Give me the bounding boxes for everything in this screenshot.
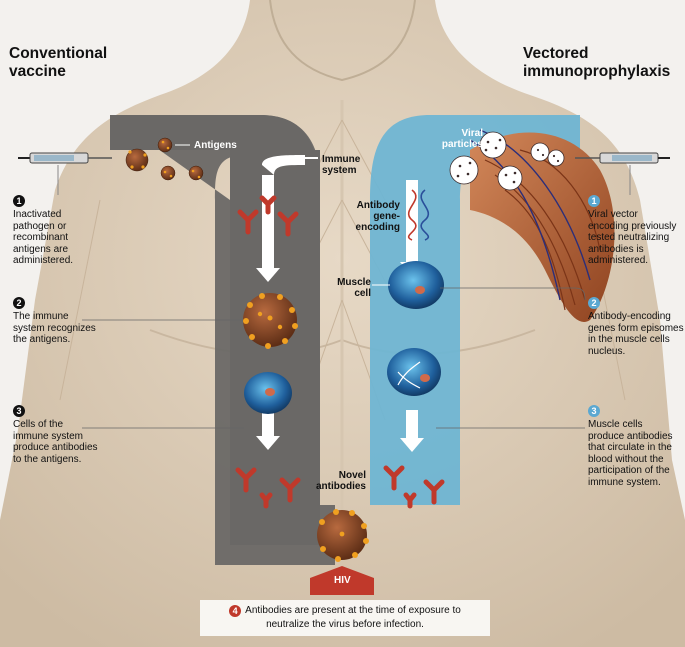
step-text-line: to the antigens. (13, 453, 82, 465)
step-number-badge: 2 (13, 297, 25, 309)
step-number-badge: 3 (13, 405, 25, 417)
step-text-line: participation of the (588, 465, 670, 476)
step-number-badge: 3 (588, 405, 600, 417)
step-text-line: nucleus. (588, 345, 626, 357)
syringe-icon-left (18, 152, 112, 164)
step-text-line: immune system (13, 430, 84, 442)
connector-lines (82, 287, 586, 429)
virus-spikes-small (128, 140, 201, 179)
bottom-panel (200, 600, 490, 636)
dna-icon (407, 189, 430, 241)
left-pathway (110, 115, 335, 565)
step-text-line: encoding previously (588, 220, 677, 232)
step-text-line: antigens are (13, 243, 69, 255)
left-step-1: 1 Inactivated pathogen or recombinant an… (13, 195, 105, 267)
label-novel-line1: Novel (338, 470, 366, 481)
step-text-line: genes form episomes (588, 322, 684, 334)
step-text-line: that circulate in the (588, 442, 672, 453)
step-number-badge: 4 (229, 605, 242, 617)
syringe-icon-right (575, 152, 670, 164)
left-top-band (110, 115, 320, 200)
step-text-line: Muscle cells (588, 419, 643, 430)
step-text-line: recombinant (13, 232, 69, 243)
step-number-badge: 1 (588, 195, 600, 207)
right-arrows (400, 180, 424, 452)
step-text-line: Cells of the (13, 419, 64, 430)
title-right-line1: Vectored (523, 45, 589, 62)
step-text-line: system recognizes (13, 322, 96, 334)
right-step-3: 3 Muscle cells produce antibodies that c… (588, 405, 685, 488)
bottom-line2: neutralize the virus before infection. (266, 619, 424, 630)
step-text-line: in the muscle cells (588, 334, 670, 345)
label-viral-line2: particles (441, 139, 483, 150)
step-number-badge: 1 (13, 195, 25, 207)
step-text-line: administered. (13, 255, 74, 266)
virus-icon-large (243, 293, 298, 349)
step-text-line: Viral vector (588, 209, 638, 220)
step-text-line: administered. (588, 255, 649, 266)
label-muscle-cell: Muscle cell (327, 277, 371, 299)
label-muscle-line2: cell (354, 288, 371, 299)
label-novel-antibodies: Novel antibodies (312, 470, 366, 492)
step-text-line: immune system. (588, 476, 661, 488)
title-left-line2: vaccine (9, 63, 66, 80)
cell-icon-muscle-1 (388, 261, 444, 309)
label-antibody-line1: Antibody (356, 200, 400, 211)
right-step-2: 2 Antibody-encoding genes form episomes … (588, 297, 685, 357)
title-right-line2: immunoprophylaxis (523, 63, 671, 80)
neck-shadow (269, 0, 416, 82)
step-text-line: antibodies is (588, 243, 644, 255)
step-text-line: produce antibodies (13, 442, 98, 453)
label-immune-line2: system (322, 165, 357, 176)
step-number-badge: 2 (588, 297, 600, 309)
cell-icon-left (244, 372, 292, 414)
right-step-1: 1 Viral vector encoding previously teste… (588, 195, 685, 267)
step-text-line: the antigens. (13, 334, 71, 345)
label-immune-system: Immune system (322, 154, 360, 176)
label-novel-line2: antibodies (315, 481, 366, 492)
step-text-line: tested neutralizing (588, 232, 670, 243)
step-text-line: Inactivated (13, 209, 62, 220)
step-text-line: The immune (13, 311, 69, 322)
bottom-line1: Antibodies are present at the time of ex… (245, 605, 461, 616)
title-vectored-immunoprophylaxis: Vectored immunoprophylaxis (523, 45, 670, 81)
label-antibody-line3: encoding (355, 222, 400, 233)
muscle-fibers (484, 149, 601, 311)
label-viral-line1: Viral (461, 128, 484, 139)
step-text-line: Antibody-encoding (588, 311, 671, 322)
antibody-icon-group (235, 195, 445, 509)
viral-particle-dots (456, 138, 560, 184)
hiv-arrow (310, 566, 374, 595)
label-hiv: HIV (334, 575, 351, 586)
right-pathway (370, 115, 580, 505)
label-antigens: Antigens (194, 140, 237, 151)
label-muscle-line1: Muscle (337, 277, 371, 288)
cell-icon-muscle-2 (387, 348, 441, 396)
label-viral-particles: Viral particles (440, 128, 483, 150)
virus-icon-hiv (317, 509, 369, 562)
title-conventional-vaccine: Conventional vaccine (9, 45, 107, 81)
label-antibody-gene-encoding: Antibody gene- encoding (352, 200, 400, 233)
step-text-line: pathogen or (13, 220, 67, 232)
left-arrows (256, 155, 305, 450)
label-immune-line1: Immune (322, 154, 361, 165)
step-text-line: produce antibodies (588, 430, 673, 442)
step-text-line: blood without the (588, 453, 664, 465)
title-left-line1: Conventional (9, 45, 108, 62)
left-step-2: 2 The immune system recognizes the antig… (13, 297, 109, 346)
left-step-3: 3 Cells of the immune system produce ant… (13, 405, 113, 465)
label-antibody-line2: gene- (373, 211, 400, 222)
